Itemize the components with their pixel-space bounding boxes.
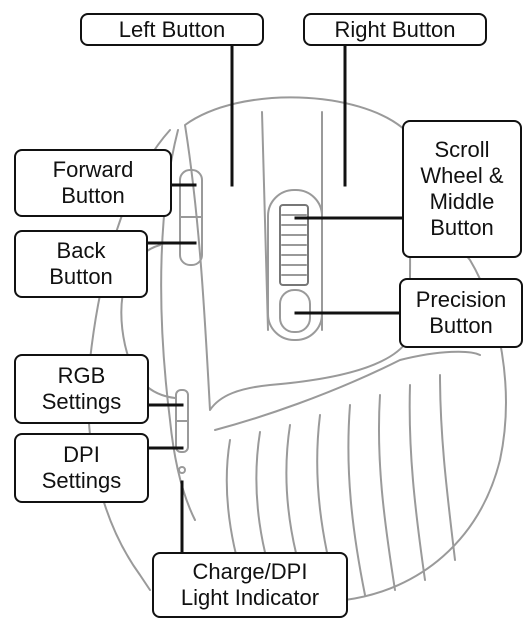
- charge-indicator-label: Charge/DPI Light Indicator: [152, 552, 348, 618]
- left-button-text: Left Button: [118, 16, 226, 42]
- charge-indicator-text: Charge/DPI Light Indicator: [180, 559, 320, 610]
- scroll-wheel-label: Scroll Wheel & Middle Button: [402, 120, 522, 258]
- top-shell: [184, 96, 412, 411]
- dpi-settings-text: DPI Settings: [41, 442, 122, 493]
- scroll-wheel-shape: [279, 204, 309, 286]
- left-button-label: Left Button: [80, 13, 264, 46]
- back-button-text: Back Button: [49, 238, 113, 289]
- back-button-label: Back Button: [14, 230, 148, 298]
- right-button-label: Right Button: [303, 13, 487, 46]
- grip-ribs: [214, 350, 481, 601]
- charge-led-shape: [178, 466, 186, 474]
- forward-button-label: Forward Button: [14, 149, 172, 217]
- precision-button-label: Precision Button: [399, 278, 523, 348]
- scroll-wheel-text: Scroll Wheel & Middle Button: [420, 137, 504, 240]
- rgb-settings-label: RGB Settings: [14, 354, 149, 424]
- button-divider: [261, 111, 323, 331]
- precision-button-shape: [279, 289, 311, 333]
- rgb-settings-text: RGB Settings: [41, 363, 122, 414]
- dpi-settings-label: DPI Settings: [14, 433, 149, 503]
- scroll-channel: [267, 189, 323, 341]
- forward-button-text: Forward Button: [52, 157, 134, 208]
- precision-button-text: Precision Button: [415, 287, 507, 338]
- right-button-text: Right Button: [334, 16, 456, 42]
- forward-back-side-buttons: [179, 169, 203, 266]
